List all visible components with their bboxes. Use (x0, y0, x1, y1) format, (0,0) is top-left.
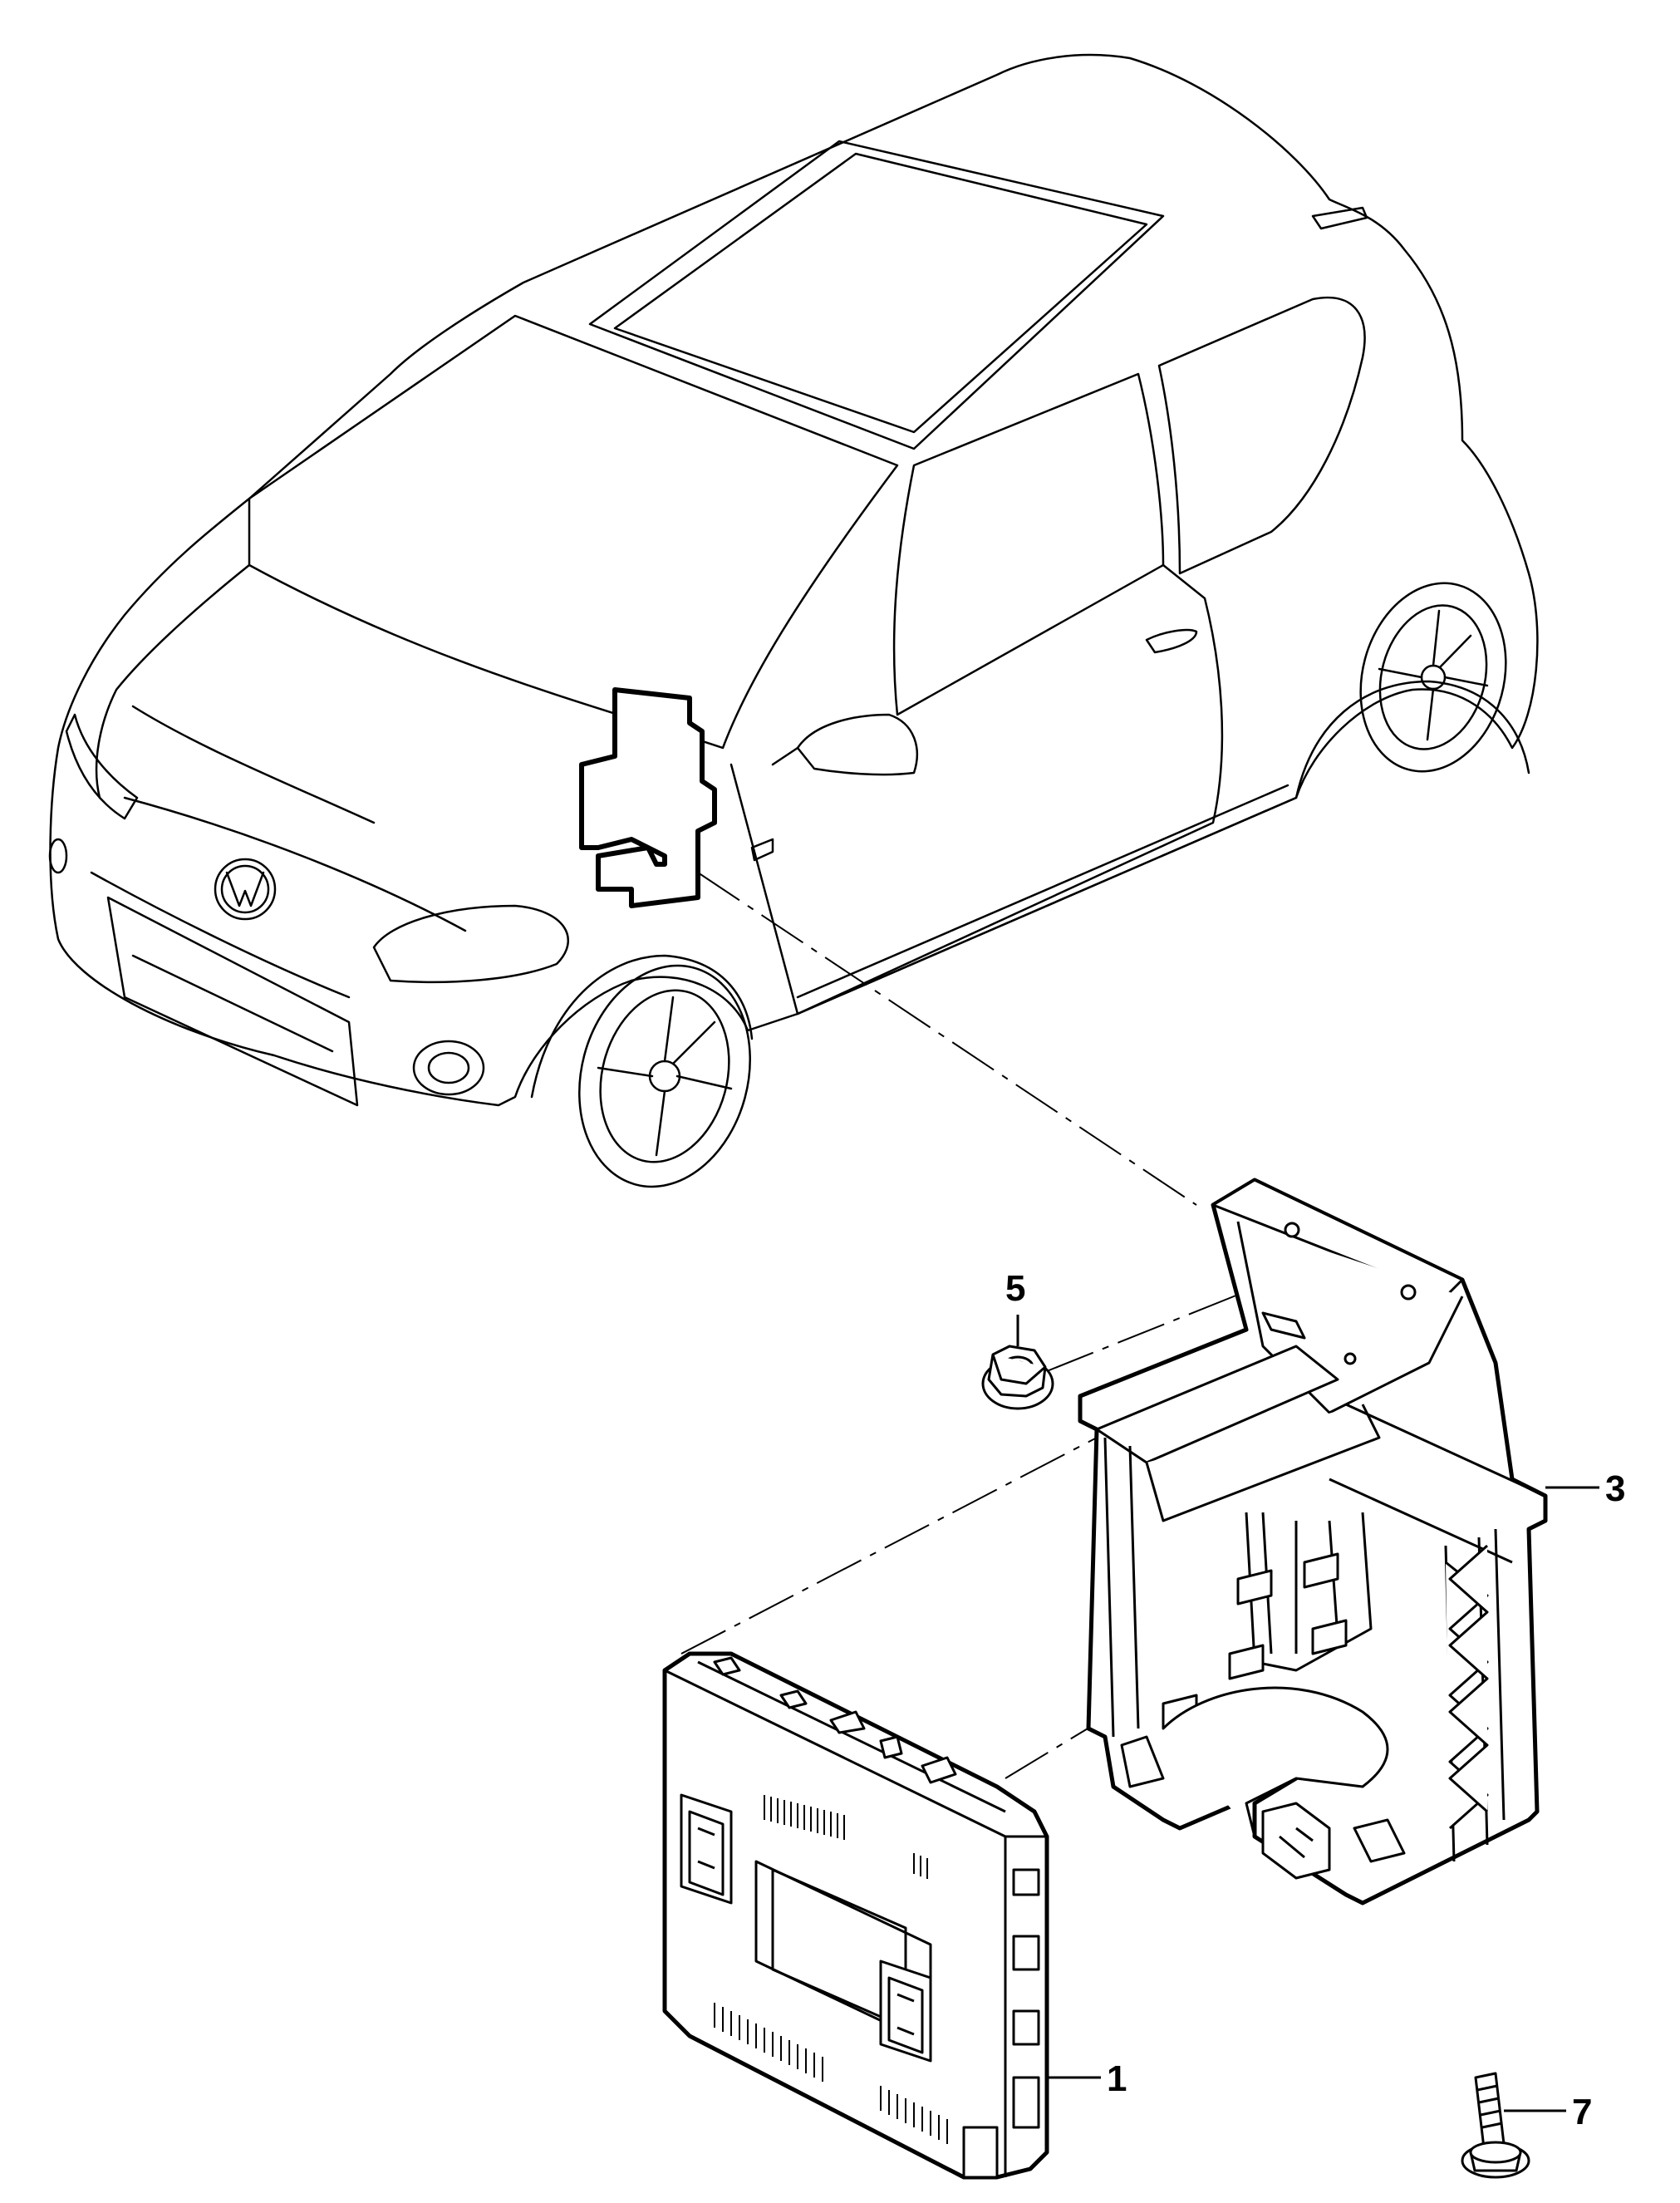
callout-label-5: 5 (1005, 1268, 1025, 1309)
callout-label-3: 3 (1605, 1468, 1625, 1509)
module-vent-top (764, 1795, 928, 1879)
leader-car-to-bracket (697, 872, 1197, 1206)
module-vent-bottom (714, 2003, 948, 2144)
leader-nut-to-bracket (1046, 1271, 1297, 1372)
callout-labels: 1 3 5 7 (1005, 1268, 1625, 2132)
leader-module-to-bracket-top (680, 1437, 1098, 1655)
callout-label-7: 7 (1572, 2092, 1592, 2132)
car-illustration (48, 53, 1539, 1188)
bracket-part-3 (1078, 1178, 1548, 1905)
callout-label-1: 1 (1107, 2058, 1127, 2099)
bracket-location-marker (579, 687, 717, 908)
control-module-part-1 (662, 1651, 1049, 2180)
flange-nut-part-5 (981, 1345, 1054, 1410)
bolt-part-7 (1461, 2072, 1530, 2179)
callout-leaders (1016, 1315, 1599, 2112)
